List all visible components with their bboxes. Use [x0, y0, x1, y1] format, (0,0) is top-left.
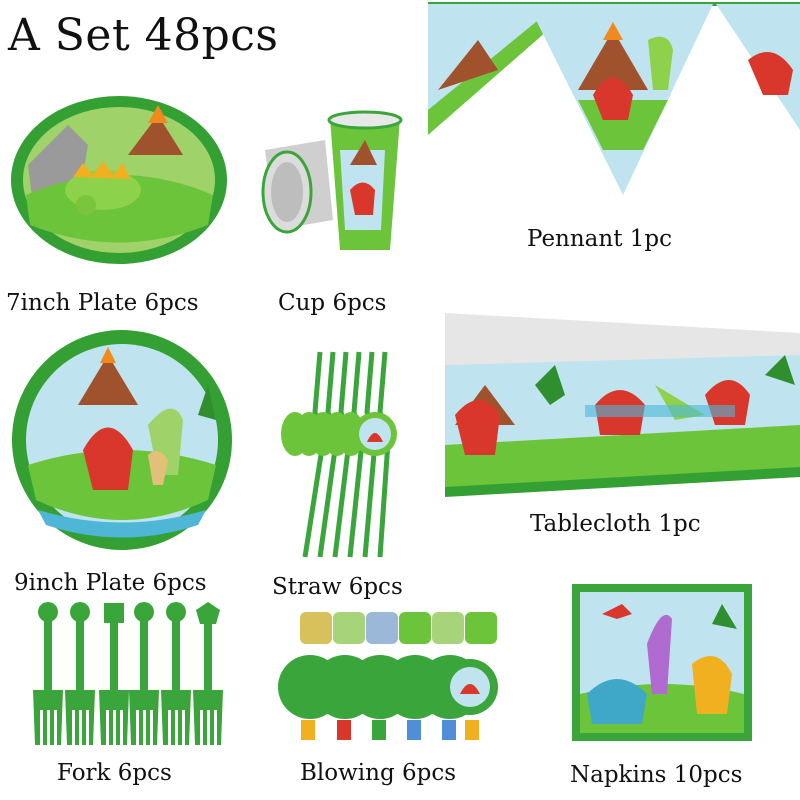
napkin-caption: Napkins 10pcs — [570, 762, 743, 788]
fork-caption: Fork 6pcs — [57, 760, 172, 786]
straw-image — [281, 351, 397, 558]
set-title: A Set 48pcs — [8, 10, 279, 61]
plate-large-caption: 9inch Plate 6pcs — [14, 570, 207, 596]
tablecloth-image — [445, 313, 800, 497]
plate-small-image — [11, 96, 227, 264]
napkin-image — [572, 584, 752, 741]
pennant-image — [428, 2, 800, 195]
fork-image — [33, 602, 223, 745]
straw-caption: Straw 6pcs — [272, 574, 403, 600]
cup-image — [261, 110, 403, 250]
blowout-image — [278, 612, 498, 740]
pennant-caption: Pennant 1pc — [527, 226, 672, 252]
plate-small-caption: 7inch Plate 6pcs — [6, 290, 199, 316]
tablecloth-caption: Tablecloth 1pc — [530, 511, 701, 537]
blowout-caption: Blowing 6pcs — [300, 760, 457, 786]
plate-large-image — [12, 330, 232, 550]
cup-caption: Cup 6pcs — [278, 290, 387, 316]
